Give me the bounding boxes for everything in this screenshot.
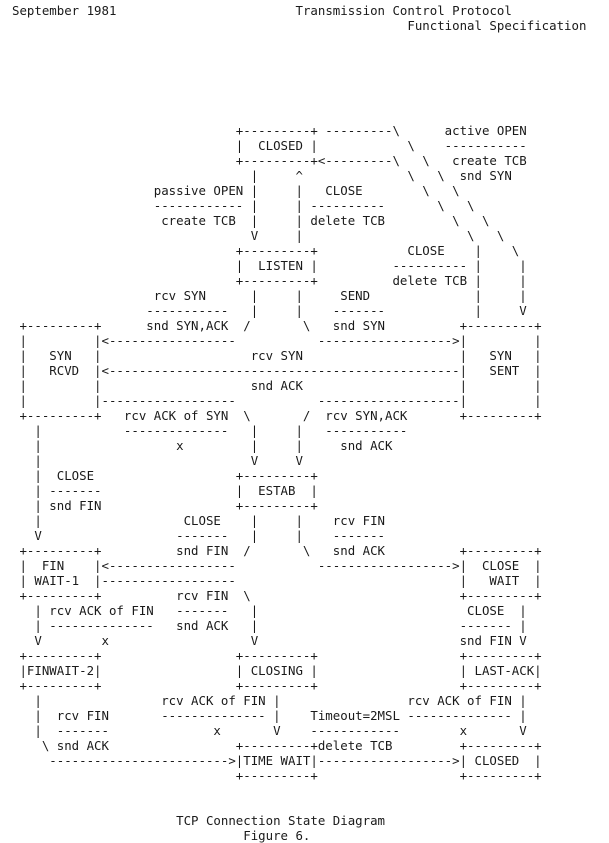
diagram-line: | x | | snd ACK	[12, 438, 393, 453]
diagram-line: | FIN |<----------------- --------------…	[12, 558, 542, 573]
diagram-line: +---------+ +---------+ +---------+	[12, 678, 542, 693]
diagram-line: create TCB | | delete TCB \ \	[12, 213, 490, 228]
diagram-line: +---------+ rcv FIN \ +---------+	[12, 588, 542, 603]
diagram-line: | V V	[12, 453, 303, 468]
diagram-line: | snd FIN +---------+	[12, 498, 318, 513]
tcp-state-diagram: +---------+ ---------\ active OPEN | CLO…	[12, 123, 542, 843]
diagram-line: Figure 6.	[12, 828, 311, 843]
diagram-line: V | \ \	[12, 228, 505, 243]
diagram-line: +---------+ CLOSE | \	[12, 243, 520, 258]
diagram-line: | RCVD |<-------------------------------…	[12, 363, 542, 378]
diagram-line: rcv SYN | | SEND | |	[12, 288, 527, 303]
header-subtitle: Functional Specification	[407, 18, 587, 33]
diagram-line: | SYN | rcv SYN | SYN |	[12, 348, 542, 363]
diagram-line: ----------- | | ------- | V	[12, 303, 527, 318]
diagram-line: | rcv ACK of FIN | rcv ACK of FIN |	[12, 693, 527, 708]
diagram-line: V ------- | | -------	[12, 528, 385, 543]
diagram-line: +---------+<---------\ \ create TCB	[12, 153, 527, 168]
diagram-line: +---------+ delete TCB | |	[12, 273, 527, 288]
diagram-line: | rcv ACK of FIN ------- | CLOSE |	[12, 603, 527, 618]
diagram-line: | -------------- snd ACK | ------- |	[12, 618, 527, 633]
diagram-line: | ------- | ESTAB |	[12, 483, 318, 498]
diagram-line: | WAIT-1 |------------------ | WAIT |	[12, 573, 542, 588]
diagram-line: | ------- x V ------------ x V	[12, 723, 527, 738]
diagram-line: | rcv FIN -------------- | Timeout=2MSL …	[12, 708, 527, 723]
diagram-line: +---------+ snd FIN / \ snd ACK +-------…	[12, 543, 542, 558]
diagram-line: | CLOSE +---------+	[12, 468, 318, 483]
diagram-line: ------------------------>|TIME WAIT|----…	[12, 753, 542, 768]
diagram-line: V x V snd FIN V	[12, 633, 527, 648]
diagram-line: | ^ \ \ snd SYN	[12, 168, 512, 183]
diagram-line: | | snd ACK | |	[12, 378, 542, 393]
diagram-line: +---------+ +---------+ +---------+	[12, 648, 542, 663]
header-date: September 1981	[12, 3, 117, 18]
diagram-line: +---------+ ---------\ active OPEN	[12, 123, 527, 138]
header-title: Transmission Control Protocol	[295, 3, 512, 18]
rfc-page-text: September 1981 Transmission Control Prot…	[12, 3, 586, 843]
diagram-line: TCP Connection State Diagram	[12, 813, 385, 828]
diagram-line: | CLOSE | | rcv FIN	[12, 513, 385, 528]
diagram-line: | CLOSED | \ -----------	[12, 138, 527, 153]
diagram-line: +---------+ rcv ACK of SYN \ / rcv SYN,A…	[12, 408, 542, 423]
diagram-line: | -------------- | | -----------	[12, 423, 408, 438]
diagram-line: \ snd ACK +---------+delete TCB +-------…	[12, 738, 542, 753]
diagram-line: |FINWAIT-2| | CLOSING | | LAST-ACK|	[12, 663, 542, 678]
diagram-line: ------------ | | ---------- \ \	[12, 198, 475, 213]
diagram-line: +---------+ +---------+	[12, 768, 542, 783]
diagram-line: | |<----------------- ------------------…	[12, 333, 542, 348]
diagram-line: passive OPEN | | CLOSE \ \	[12, 183, 460, 198]
diagram-line: +---------+ snd SYN,ACK / \ snd SYN +---…	[12, 318, 542, 333]
diagram-line: | |------------------ ------------------…	[12, 393, 542, 408]
diagram-line: | LISTEN | ---------- | |	[12, 258, 527, 273]
